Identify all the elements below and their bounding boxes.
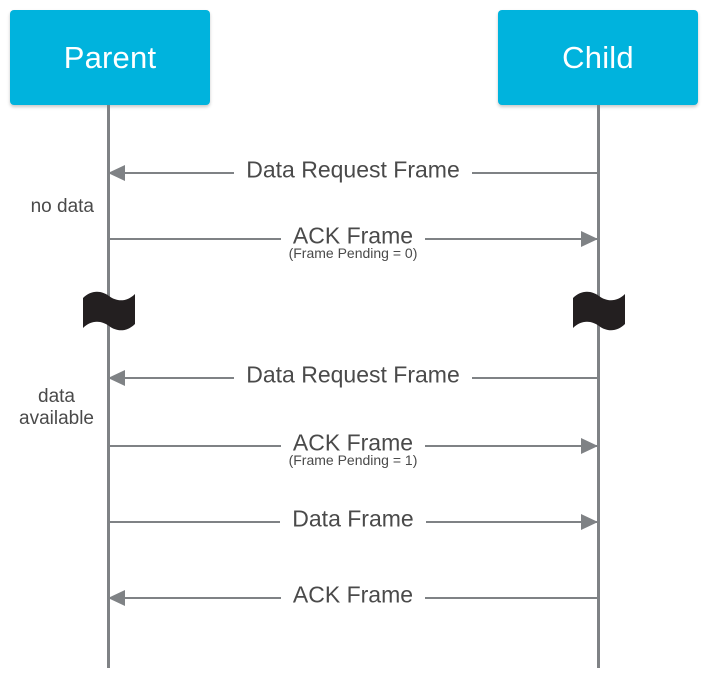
message-label: Data Request Frame xyxy=(234,158,472,182)
arrowhead-right-icon xyxy=(581,231,598,247)
lifeline-parent xyxy=(107,105,110,668)
message-line xyxy=(108,521,598,523)
message-line xyxy=(108,238,598,240)
note-no-data: no data xyxy=(30,196,94,217)
participant-label-child: Child xyxy=(562,40,634,75)
message-line xyxy=(108,597,598,599)
message-label: Data Request Frame xyxy=(234,363,472,387)
message-sublabel: (Frame Pending = 1) xyxy=(288,452,418,468)
lifeline-child xyxy=(597,105,600,668)
message-text-wrap: ACK Frame xyxy=(108,583,598,621)
message-text-wrap: Data Request Frame xyxy=(108,363,598,401)
message-line xyxy=(108,445,598,447)
message-label: ACK Frame xyxy=(280,583,426,607)
arrowhead-left-icon xyxy=(108,165,125,181)
message-label: Data Frame xyxy=(280,507,426,531)
message-line xyxy=(108,377,598,379)
message-line xyxy=(108,172,598,174)
note-data-available: data available xyxy=(19,386,94,429)
participant-box-parent[interactable]: Parent xyxy=(10,10,210,105)
participant-box-child[interactable]: Child xyxy=(498,10,698,105)
participant-label-parent: Parent xyxy=(63,40,157,75)
message-text-wrap: Data Frame xyxy=(108,507,598,545)
arrowhead-right-icon xyxy=(581,514,598,530)
arrowhead-right-icon xyxy=(581,438,598,454)
arrowhead-left-icon xyxy=(108,370,125,386)
break-symbol-parent xyxy=(81,290,137,334)
message-sublabel: (Frame Pending = 0) xyxy=(288,245,418,261)
arrowhead-left-icon xyxy=(108,590,125,606)
break-symbol-child xyxy=(571,290,627,334)
message-text-wrap: Data Request Frame xyxy=(108,158,598,196)
